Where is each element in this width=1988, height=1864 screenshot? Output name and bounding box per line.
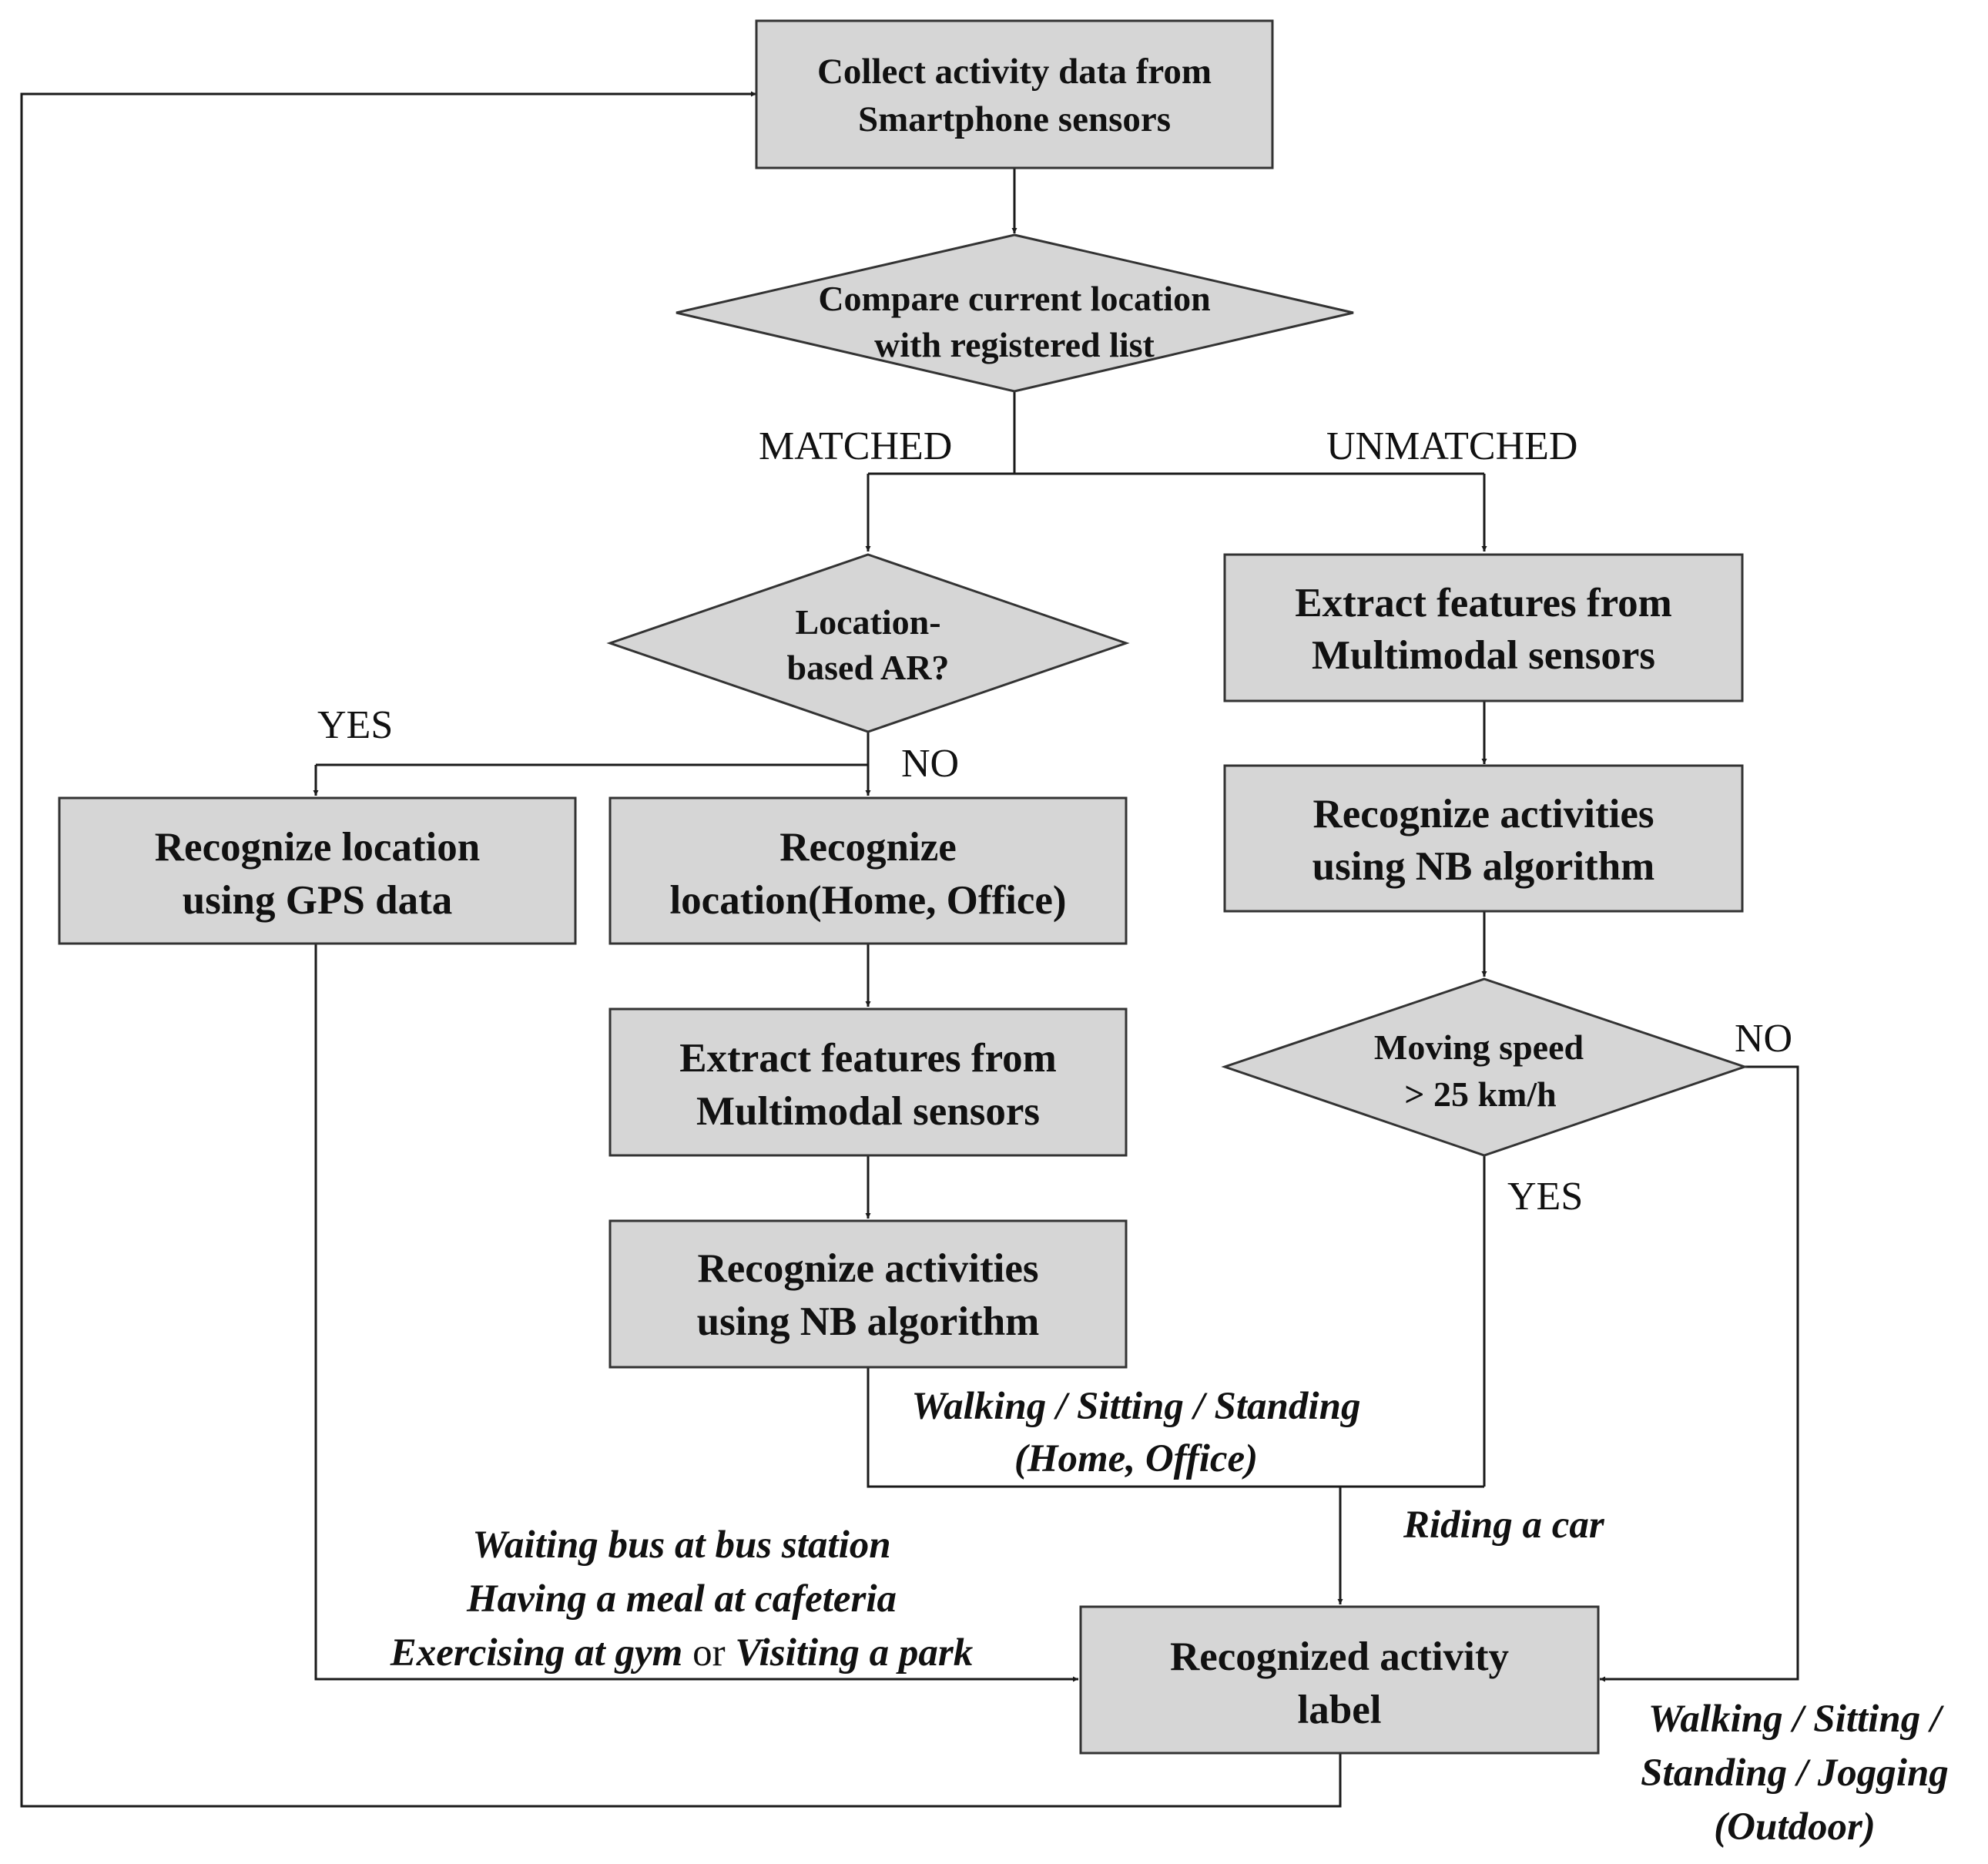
arrow-speed-no xyxy=(1600,1065,1799,1682)
node-recognize-home-line-1: Recognize xyxy=(779,825,957,870)
label-unmatched: UNMATCHED xyxy=(1326,424,1577,468)
output-gps-line-1: Waiting bus at bus station xyxy=(472,1524,890,1567)
node-extract-mid: Extract features from Multimodal sensors xyxy=(608,1007,1128,1157)
node-recognize-gps-line-2: using GPS data xyxy=(183,878,453,923)
node-moving-speed: Moving speed > 25 km/h xyxy=(1221,977,1748,1157)
line-nb-mid-down xyxy=(867,1367,1484,1488)
node-extract-mid-line-2: Multimodal sensors xyxy=(696,1089,1040,1134)
node-recognize-home-line-2: location(Home, Office) xyxy=(669,878,1066,923)
output-gps-gym: Exercising at gym xyxy=(390,1631,683,1675)
node-recognize-home: Recognize location(Home, Office) xyxy=(608,796,1128,945)
output-riding-car: Riding a car xyxy=(1403,1504,1605,1547)
node-extract-right-line-1: Extract features from xyxy=(1295,581,1672,625)
node-extract-mid-line-1: Extract features from xyxy=(679,1036,1057,1081)
label-matched: MATCHED xyxy=(759,424,952,468)
label-no-right: NO xyxy=(1735,1017,1792,1061)
node-recognize-nb-right-line-2: using NB algorithm xyxy=(1312,844,1655,889)
node-recognized-label: Recognized activity label xyxy=(1079,1605,1600,1755)
output-gps-park: Visiting a park xyxy=(735,1631,973,1675)
node-moving-speed-line-2: > 25 km/h xyxy=(1404,1074,1556,1114)
node-compare-line-2: with registered list xyxy=(874,325,1155,364)
connectors xyxy=(20,91,1799,1808)
arrow-feedback-loop xyxy=(20,91,1342,1808)
node-recognized-label-line-1: Recognized activity xyxy=(1170,1634,1509,1679)
node-extract-right-line-2: Multimodal sensors xyxy=(1312,633,1655,678)
output-outdoor-line-3: (Outdoor) xyxy=(1714,1805,1876,1849)
label-yes-right: YES xyxy=(1507,1175,1583,1219)
node-recognize-nb-mid-line-2: using NB algorithm xyxy=(697,1299,1040,1344)
output-mid-line-2: (Home, Office) xyxy=(1014,1437,1258,1480)
output-gps-or: or xyxy=(682,1631,735,1675)
arrow-gps-to-label xyxy=(314,944,1078,1682)
branch-ar-split xyxy=(316,732,870,766)
node-moving-speed-line-1: Moving speed xyxy=(1374,1028,1584,1067)
node-recognize-gps: Recognize location using GPS data xyxy=(58,796,577,945)
node-recognize-nb-right: Recognize activities using NB algorithm xyxy=(1223,764,1744,913)
node-extract-right: Extract features from Multimodal sensors xyxy=(1223,553,1744,702)
node-location-ar-line-1: Location- xyxy=(795,602,940,642)
label-yes-left: YES xyxy=(317,703,393,747)
output-outdoor-line-1: Walking / Sitting / xyxy=(1648,1698,1945,1741)
node-collect: Collect activity data from Smartphone se… xyxy=(755,19,1274,169)
node-collect-line-2: Smartphone sensors xyxy=(858,99,1171,139)
branch-compare-split xyxy=(868,391,1484,475)
node-compare-line-1: Compare current location xyxy=(818,279,1210,318)
node-compare: Compare current location with registered… xyxy=(676,233,1354,393)
node-recognized-label-line-2: label xyxy=(1298,1688,1382,1732)
node-recognize-nb-mid-line-1: Recognize activities xyxy=(698,1246,1039,1291)
node-collect-line-1: Collect activity data from xyxy=(817,52,1212,92)
node-recognize-nb-right-line-1: Recognize activities xyxy=(1313,792,1654,836)
output-gps-line-3: Exercising at gym or Visiting a park xyxy=(390,1631,974,1675)
node-recognize-nb-mid: Recognize activities using NB algorithm xyxy=(608,1219,1128,1369)
output-mid-line-1: Walking / Sitting / Standing xyxy=(912,1385,1361,1428)
label-no-mid: NO xyxy=(901,742,959,786)
node-location-ar-line-2: based AR? xyxy=(787,648,950,687)
output-outdoor-line-2: Standing / Jogging xyxy=(1641,1752,1949,1795)
node-recognize-gps-line-1: Recognize location xyxy=(155,825,480,870)
node-location-ar: Location- based AR? xyxy=(606,553,1130,733)
output-gps-line-2: Having a meal at cafeteria xyxy=(466,1577,897,1621)
